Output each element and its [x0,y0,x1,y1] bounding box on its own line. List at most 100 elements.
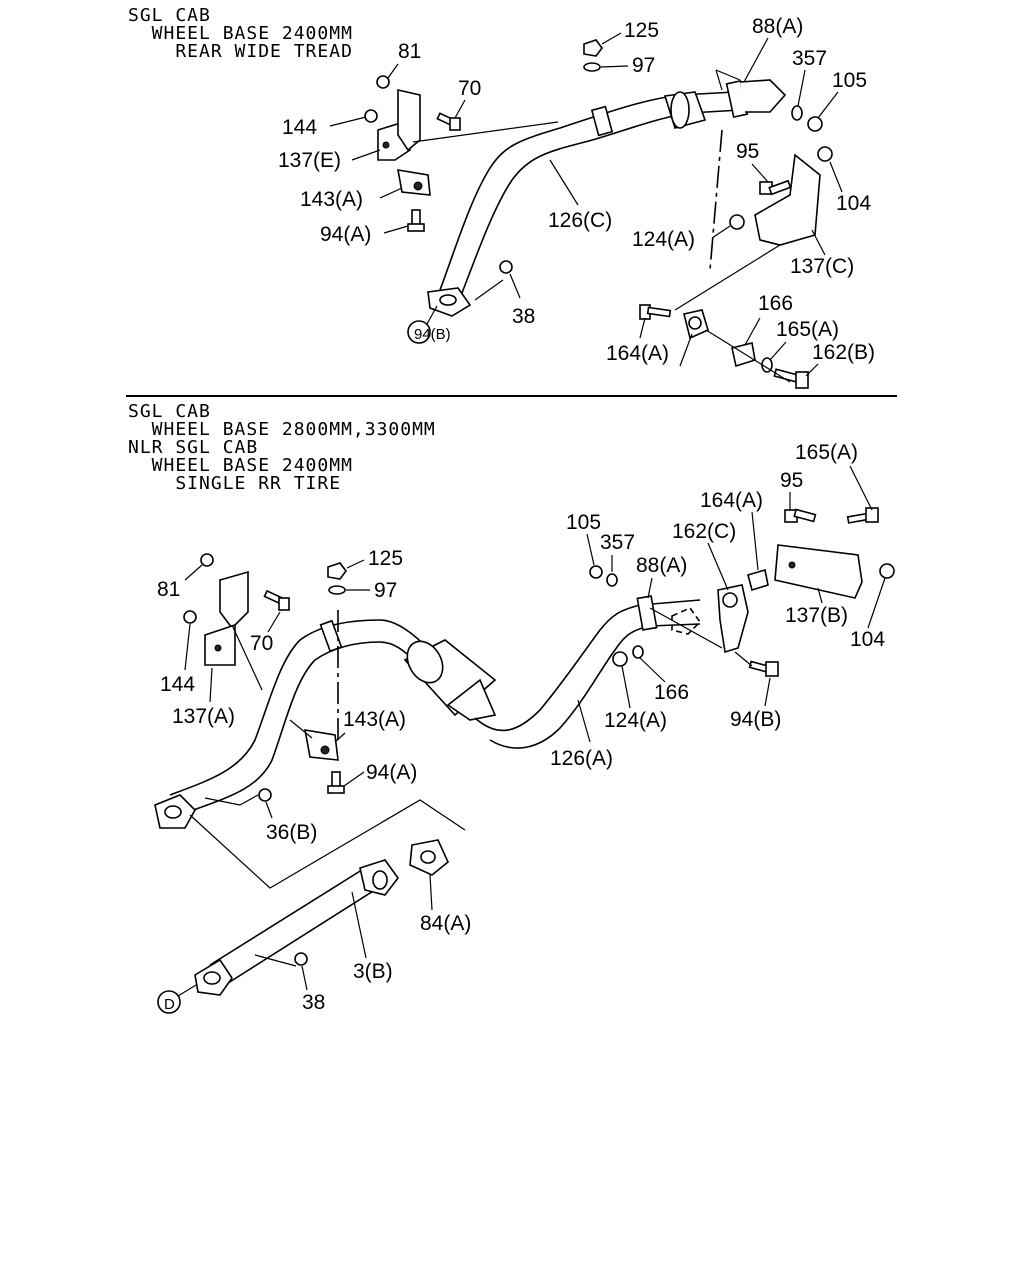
exhaust-pipe-126a [169,595,702,816]
bolt-95 [759,179,792,196]
bracket-137e [377,88,421,161]
callout-88a-2: 88(A) [636,554,687,577]
callout-137b-2: 137(B) [785,604,848,627]
section-1-header-line-2: WHEEL BASE 2400MM [128,23,353,44]
callout-95-1: 95 [736,140,759,163]
callout-124a-2: 124(A) [604,709,667,732]
callout-164a-1: 166 [758,292,793,315]
section-2-header-line-1: SGL CAB [128,401,211,422]
callout-144-1: 144 [282,116,317,139]
callout-d-1: 94(B) [414,326,451,343]
section-2-header-line-3: NLR SGL CAB [128,437,258,458]
nut-105 [807,116,823,132]
callout-166-1: 165(A) [776,318,839,341]
washer-166-2 [632,645,644,659]
bolt-94b [639,304,672,320]
washer-357-2 [606,573,618,587]
callout-165a-2: 165(A) [795,441,858,464]
section-1-diagram: SGL CAB WHEEL BASE 2400MM REAR WIDE TREA… [128,5,875,389]
bolt-70-2 [263,589,290,611]
nut-38 [499,260,513,274]
front-flange [154,794,196,829]
nut-124a [729,214,745,230]
callout-137a-2: 137(A) [172,705,235,728]
callout-104-1: 104 [836,192,871,215]
callout-105-2: 105 [566,511,601,534]
washer-357 [791,105,803,121]
bolt-94a-2 [327,771,345,794]
callout-126a-2: 126(A) [550,747,613,770]
exhaust-pipe-126c [439,79,787,299]
nut-125 [583,39,603,57]
tail-pipe-3b: D [157,859,399,1014]
callout-94a-2: 94(A) [366,761,417,784]
collar-164a-2 [747,568,769,592]
callout-165a-1: 162(B) [812,341,875,364]
callout-125-2: 125 [368,547,403,570]
section-2-header-line-5: SINGLE RR TIRE [128,473,341,494]
nut-104 [817,146,833,162]
nut-124a-2 [612,651,628,667]
washer-97 [583,62,601,72]
bolt-165a-2 [846,507,879,524]
insulator-162b [683,309,709,340]
nut-144-2 [183,610,197,624]
section-1-header-line-3: REAR WIDE TREAD [128,41,353,62]
nut-104-2 [879,563,895,579]
callout-143a-2: 143(A) [343,708,406,731]
callout-104-2: 104 [850,628,885,651]
bolt-94a [407,209,425,232]
callout-125-1: 125 [624,19,659,42]
callout-164a-2: 164(A) [700,489,763,512]
callout-94a-1: 94(A) [320,223,371,246]
callout-3b-2: 3(B) [353,960,393,983]
gasket-84a [409,839,449,876]
collar-164a [731,342,756,368]
callout-81-2: 81 [157,578,180,601]
callout-70-1: 70 [458,77,481,100]
callout-124a-1: 124(A) [632,228,695,251]
bracket-137b [774,544,863,599]
nut-105-2 [589,565,603,579]
nut-81 [376,75,390,89]
callout-137c-1: 137(C) [790,255,854,278]
callout-162c-2: 162(C) [672,520,736,543]
callout-105-1: 105 [832,69,867,92]
hanger-143a [397,169,431,196]
callout-357-2: 357 [600,531,635,554]
callout-144-2: 144 [160,673,195,696]
callout-97-1: 97 [632,54,655,77]
callout-137e-1: 137(E) [278,149,341,172]
callout-143a-1: 143(A) [300,188,363,211]
section-2-header-line-2: WHEEL BASE 2800MM,3300MM [128,419,436,440]
section-2-diagram: SGL CAB WHEEL BASE 2800MM,3300MM NLR SGL… [128,401,895,1014]
callout-70-2: 70 [250,632,273,655]
hanger-143a-2 [304,729,339,761]
callout-81-1: 81 [398,40,421,63]
bolt-94b-2 [748,660,779,677]
nut-81-2 [200,553,214,567]
bracket-137a [204,570,249,666]
callout-97-2: 97 [374,579,397,602]
callout-38-1: 38 [512,305,535,328]
callout-84a-2: 84(A) [420,912,471,935]
callout-38-2: 38 [302,991,325,1014]
flange-d: 94(B) [407,287,472,344]
callout-36b-2: 36(B) [266,821,317,844]
callout-357-1: 357 [792,47,827,70]
callout-95-2: 95 [780,469,803,492]
bracket-137c [754,153,821,246]
bolt-165a [773,368,809,389]
callout-126c-1: 126(C) [548,209,612,232]
callout-166-2: 166 [654,681,689,704]
section-1-header-line-1: SGL CAB [128,5,211,26]
washer-97-2 [328,585,346,595]
nut-125-2 [327,562,347,580]
section-2-header-line-4: WHEEL BASE 2400MM [128,455,353,476]
callout-88a-1: 88(A) [752,15,803,38]
callout-94b-2: 94(B) [730,708,781,731]
callout-94b-1: 164(A) [606,342,669,365]
bolt-95-2 [784,508,817,523]
callout-d-2: D [164,996,175,1013]
